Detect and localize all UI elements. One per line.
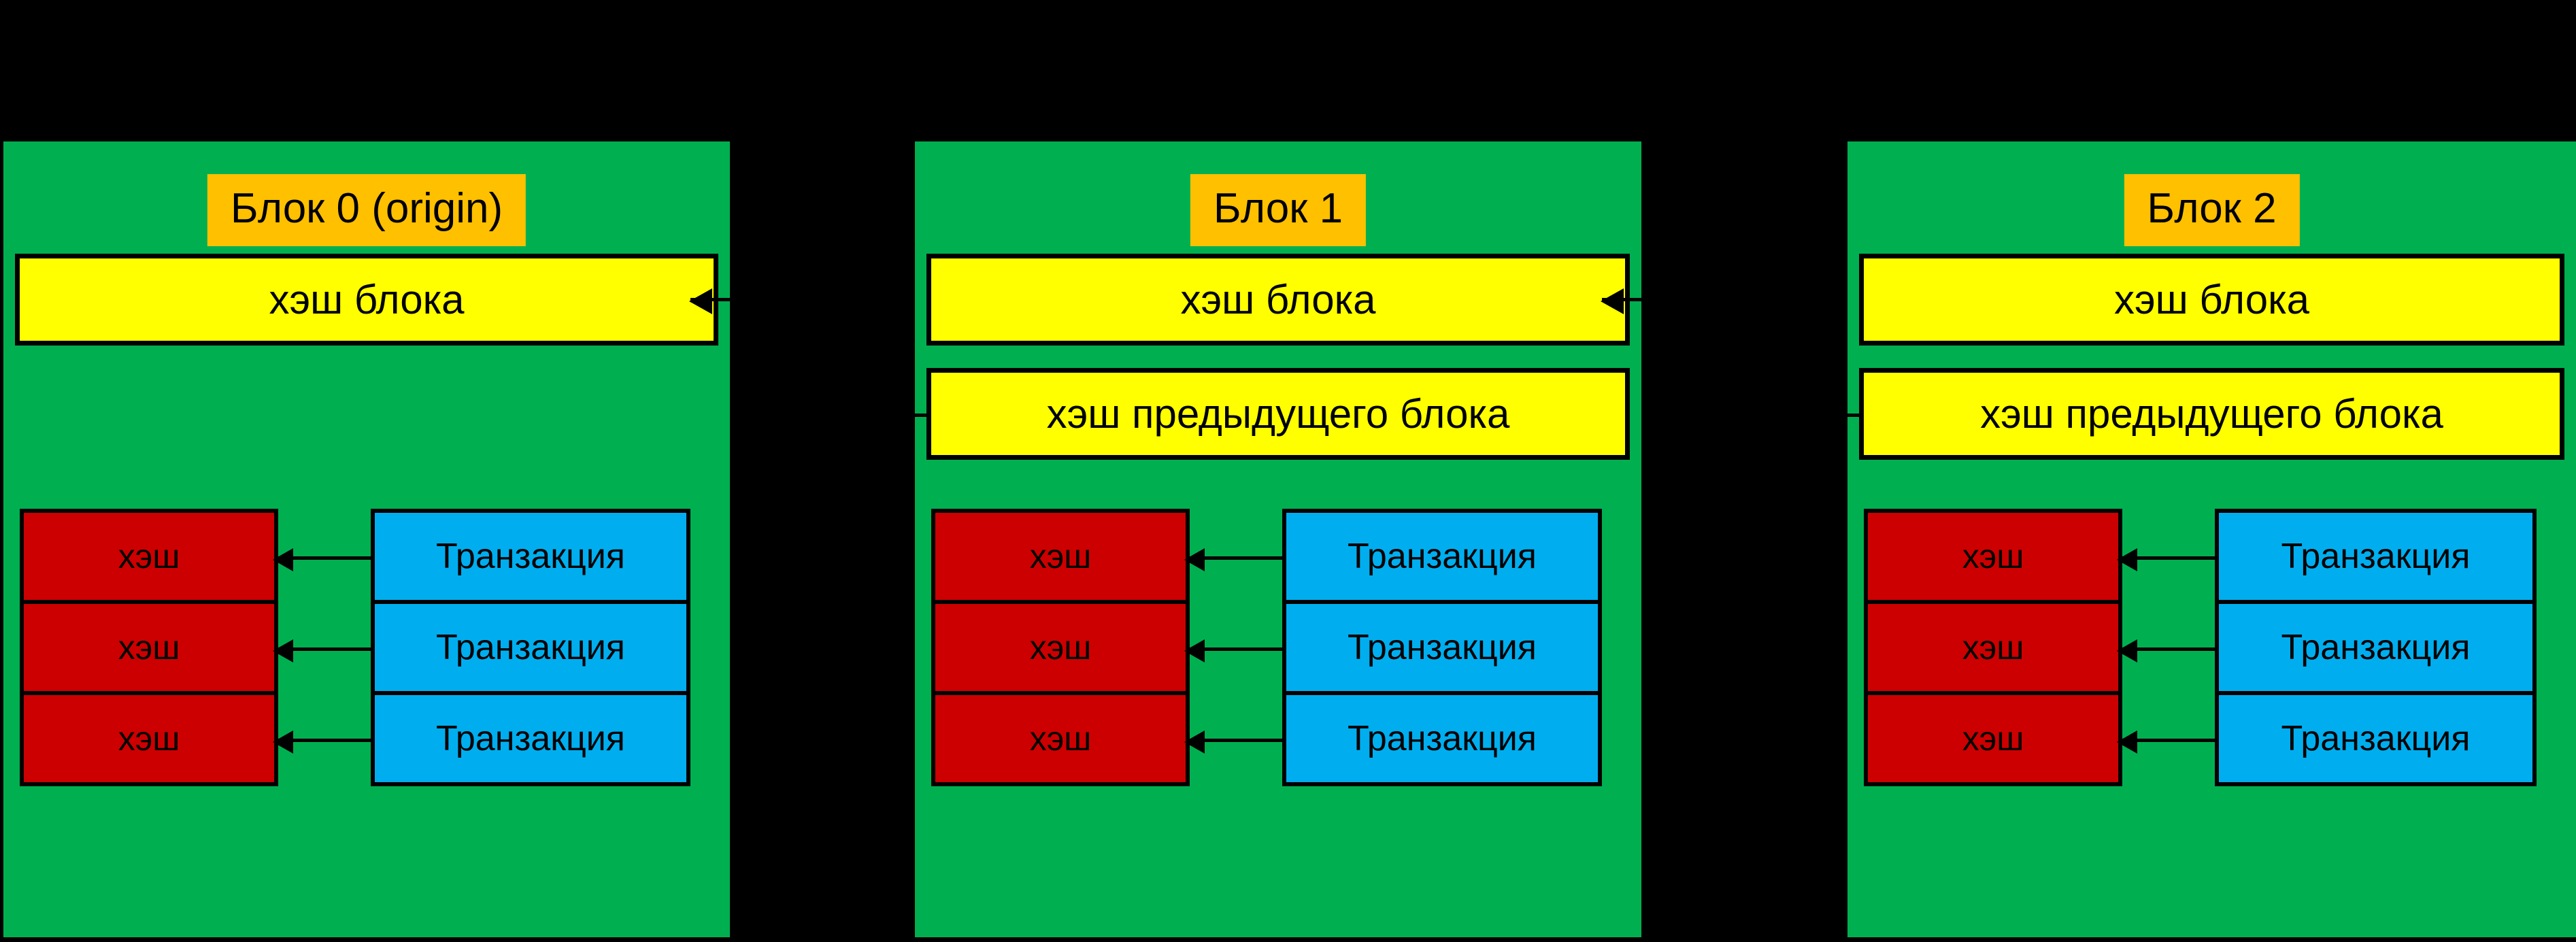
transaction-to-hash-arrow xyxy=(273,730,375,754)
transaction-to-hash-arrow xyxy=(2117,639,2219,662)
hash-cell: хэш xyxy=(931,600,1190,695)
hash-cell: хэш xyxy=(20,509,278,604)
hash-cell: хэш xyxy=(20,691,278,786)
hash-column-0: хэш хэш хэш xyxy=(20,509,278,794)
transaction-cell: Транзакция xyxy=(371,509,690,604)
previous-block-hash-box-1: хэш предыдущего блока xyxy=(926,368,1630,460)
transaction-cell: Транзакция xyxy=(2215,691,2537,786)
transaction-cell: Транзакция xyxy=(2215,509,2537,604)
hash-cell: хэш xyxy=(1864,691,2122,786)
block-panel-2: Блок 2 хэш блока хэш предыдущего блока х… xyxy=(1847,141,2576,937)
transaction-to-hash-arrow xyxy=(1184,639,1286,662)
block-hash-box-0: хэш блока xyxy=(15,254,718,346)
transaction-to-hash-arrow xyxy=(2117,730,2219,754)
block-title-1: Блок 1 xyxy=(1190,174,1367,246)
hash-cell: хэш xyxy=(1864,509,2122,604)
transaction-cell: Транзакция xyxy=(2215,600,2537,695)
chain-link-stub-block-1 xyxy=(915,414,929,417)
hash-cell: хэш xyxy=(931,509,1190,604)
hash-cell: хэш xyxy=(1864,600,2122,695)
hash-column-2: хэш хэш хэш xyxy=(1864,509,2122,794)
block-title-0: Блок 0 (origin) xyxy=(207,174,526,246)
block-hash-box-2: хэш блока xyxy=(1859,254,2564,346)
transaction-grid-0: хэш хэш хэш Транзакция Транзакция Транза… xyxy=(3,509,730,794)
transaction-to-hash-arrow xyxy=(273,639,375,662)
transaction-cell: Транзакция xyxy=(1282,509,1602,604)
transaction-grid-1: хэш хэш хэш Транзакция Транзакция Транза… xyxy=(915,509,1641,794)
transaction-column-2: Транзакция Транзакция Транзакция xyxy=(2215,509,2537,794)
hash-cell: хэш xyxy=(931,691,1190,786)
block-hash-box-1: хэш блока xyxy=(926,254,1630,346)
chain-link-stub-block-2 xyxy=(1847,414,1861,417)
transaction-grid-2: хэш хэш хэш Транзакция Транзакция Транза… xyxy=(1847,509,2576,794)
transaction-cell: Транзакция xyxy=(371,600,690,695)
chain-arrow-into-block-0 xyxy=(689,288,730,314)
previous-block-hash-box-2: хэш предыдущего блока xyxy=(1859,368,2564,460)
hash-cell: хэш xyxy=(20,600,278,695)
transaction-cell: Транзакция xyxy=(371,691,690,786)
transaction-column-0: Транзакция Транзакция Транзакция xyxy=(371,509,690,794)
chain-arrow-into-block-1 xyxy=(1601,288,1641,314)
hash-column-1: хэш хэш хэш xyxy=(931,509,1190,794)
block-panel-1: Блок 1 хэш блока хэш предыдущего блока х… xyxy=(915,141,1641,937)
transaction-to-hash-arrow xyxy=(273,548,375,571)
transaction-column-1: Транзакция Транзакция Транзакция xyxy=(1282,509,1602,794)
transaction-to-hash-arrow xyxy=(1184,548,1286,571)
transaction-cell: Транзакция xyxy=(1282,600,1602,695)
transaction-cell: Транзакция xyxy=(1282,691,1602,786)
transaction-to-hash-arrow xyxy=(2117,548,2219,571)
transaction-to-hash-arrow xyxy=(1184,730,1286,754)
block-panel-0: Блок 0 (origin) хэш блока хэш хэш хэш Тр… xyxy=(3,141,730,937)
block-title-2: Блок 2 xyxy=(2124,174,2300,246)
